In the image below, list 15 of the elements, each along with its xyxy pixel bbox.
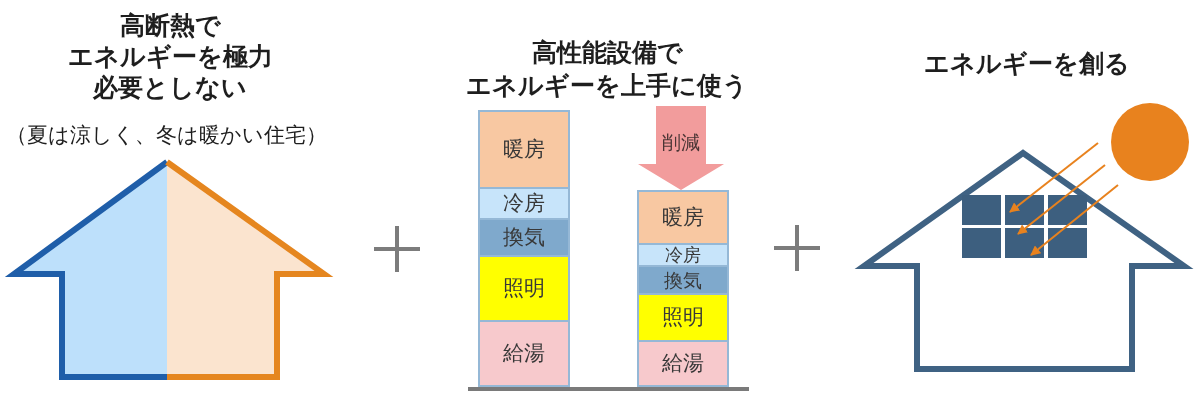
bar-segment: 給湯: [637, 340, 729, 387]
bar-segment: 照明: [478, 255, 570, 320]
bar-segment: 照明: [637, 293, 729, 340]
bar-segment: 冷房: [637, 243, 729, 265]
bar-segment: 暖房: [637, 190, 729, 243]
bar-segment: 換気: [637, 265, 729, 293]
subheading: （夏は涼しく、冬は暖かい住宅）: [5, 122, 327, 149]
bar-segment: 暖房: [478, 110, 570, 187]
heading: エネルギーを創る: [924, 48, 1130, 80]
down-arrow: 削減: [638, 106, 724, 190]
heading: 高性能設備でエネルギーを上手に使う: [466, 37, 748, 102]
heading: 高断熱でエネルギーを極力必要としない: [67, 10, 273, 103]
bar-segment: 換気: [478, 218, 570, 255]
bar-segment: 冷房: [478, 187, 570, 218]
bar-segment: 給湯: [478, 320, 570, 387]
